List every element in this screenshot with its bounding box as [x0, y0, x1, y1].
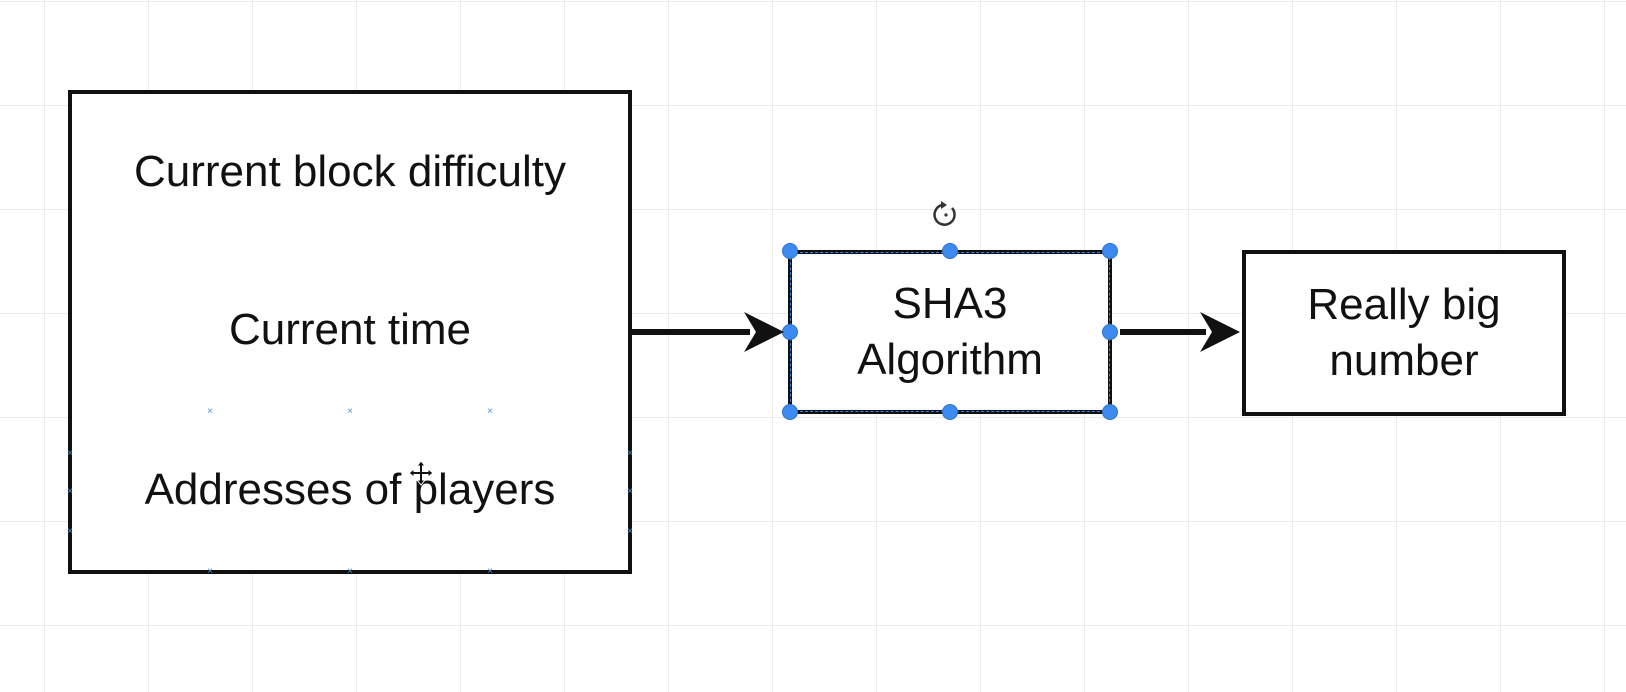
- connection-point[interactable]: ×: [67, 448, 73, 459]
- connection-point[interactable]: ×: [207, 406, 213, 417]
- input-current-block-difficulty[interactable]: Current block difficulty: [68, 90, 632, 254]
- output-box[interactable]: Really big number: [1242, 250, 1566, 416]
- resize-handle-right[interactable]: [1102, 324, 1118, 340]
- resize-handle-bottom-right[interactable]: [1102, 404, 1118, 420]
- resize-handle-bottom-left[interactable]: [782, 404, 798, 420]
- move-cursor-icon: [408, 460, 434, 486]
- connection-point[interactable]: ×: [207, 566, 213, 577]
- input-addresses-of-players[interactable]: Addresses of players: [68, 410, 632, 574]
- output-line-2: number: [1329, 336, 1479, 385]
- rotate-icon[interactable]: [932, 200, 960, 228]
- connection-point[interactable]: ×: [67, 526, 73, 537]
- process-line-2: Algorithm: [857, 335, 1043, 384]
- input-label: Current block difficulty: [133, 147, 567, 196]
- input-label: Addresses of players: [144, 465, 556, 514]
- resize-handle-top[interactable]: [942, 243, 958, 259]
- connection-point[interactable]: ×: [487, 566, 493, 577]
- connection-point[interactable]: ×: [347, 566, 353, 577]
- input-label: Current time: [228, 305, 472, 354]
- connection-point[interactable]: ×: [627, 448, 633, 459]
- resize-handle-bottom[interactable]: [942, 404, 958, 420]
- connection-point[interactable]: ×: [627, 526, 633, 537]
- connection-point[interactable]: ×: [347, 406, 353, 417]
- connection-point[interactable]: ×: [627, 486, 633, 497]
- process-line-1: SHA3: [892, 279, 1008, 328]
- output-line-1: Really big: [1307, 280, 1501, 329]
- connection-point[interactable]: ×: [487, 406, 493, 417]
- arrow-sha3-to-output[interactable]: [1120, 312, 1240, 352]
- connection-point[interactable]: ×: [67, 486, 73, 497]
- resize-handle-top-left[interactable]: [782, 243, 798, 259]
- resize-handle-top-right[interactable]: [1102, 243, 1118, 259]
- input-current-time[interactable]: Current time: [68, 250, 632, 414]
- arrow-inputs-to-sha3[interactable]: [632, 312, 784, 352]
